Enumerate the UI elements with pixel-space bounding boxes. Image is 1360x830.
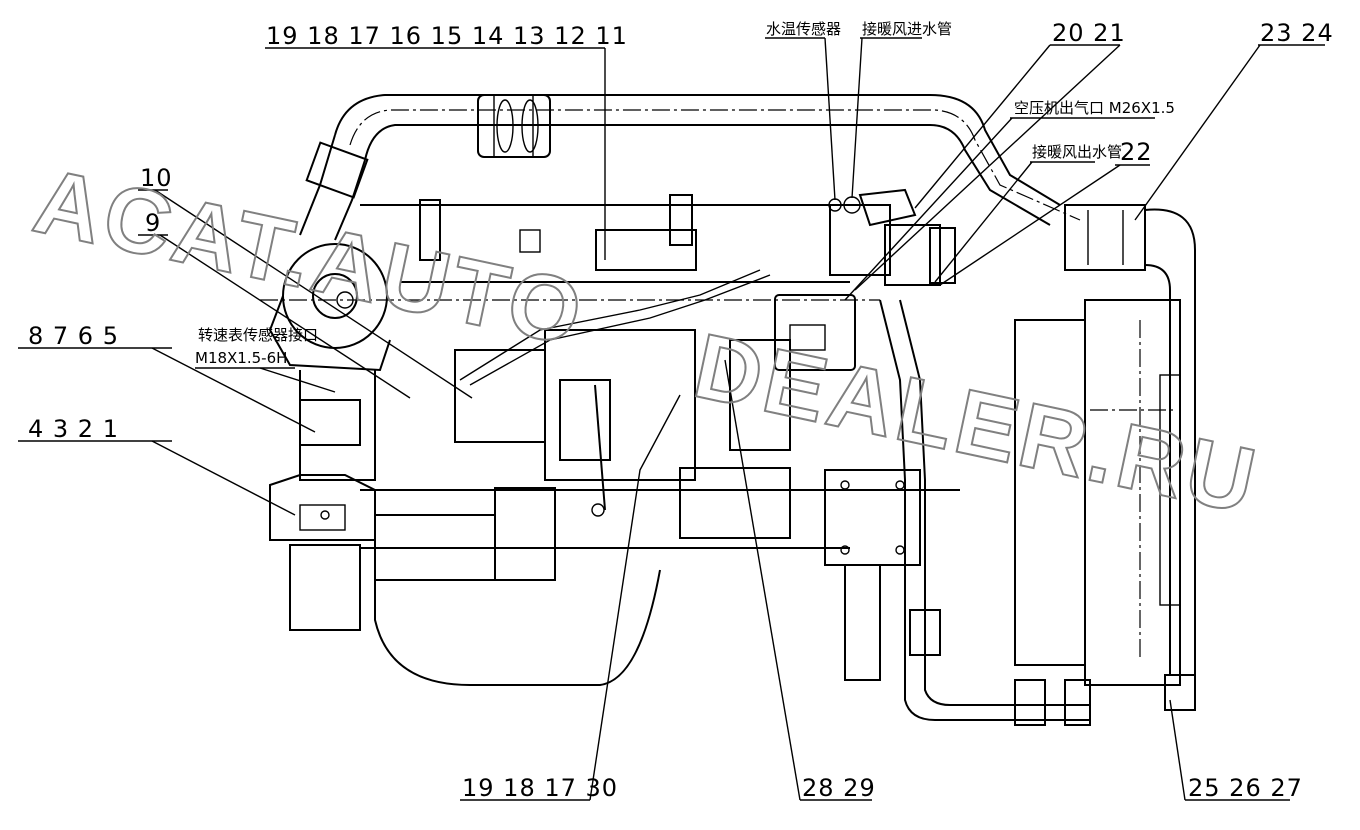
callout-10: 10 [140, 164, 173, 192]
callout-bottom-right-group: 25 26 27 [1188, 774, 1303, 802]
note-heater-inlet-pipe: 接暖风进水管 [862, 20, 952, 38]
note-tacho-sensor-port: 转速表传感器接口 [198, 326, 318, 344]
callout-bottom-left-group: 19 18 17 30 [462, 774, 618, 802]
callout-9: 9 [145, 209, 161, 237]
leader-lines [18, 37, 1325, 801]
note-water-temp-sensor: 水温传感器 [766, 20, 841, 38]
note-tacho-sensor-thread: M18X1.5-6H [195, 349, 287, 367]
annotations: 水温传感器 接暖风进水管 空压机出气口 M26X1.5 接暖风出水管 转速表传感… [195, 20, 1175, 367]
callout-far-right-pair: 23 24 [1260, 19, 1334, 47]
callout-22: 22 [1120, 138, 1153, 166]
callout-labels: 19 18 17 16 15 14 13 12 11 10 9 8 7 6 5 … [28, 19, 1334, 802]
engine-linework [260, 94, 1196, 726]
callout-left-mid-group: 8 7 6 5 [28, 322, 119, 350]
callout-bottom-mid-pair: 28 29 [802, 774, 876, 802]
callout-top-left-group: 19 18 17 16 15 14 13 12 11 [266, 22, 628, 50]
note-heater-outlet-pipe: 接暖风出水管 [1032, 143, 1122, 161]
note-air-compressor-outlet: 空压机出气口 M26X1.5 [1014, 99, 1175, 117]
callout-left-low-group: 4 3 2 1 [28, 415, 119, 443]
callout-top-right-pair: 20 21 [1052, 19, 1126, 47]
